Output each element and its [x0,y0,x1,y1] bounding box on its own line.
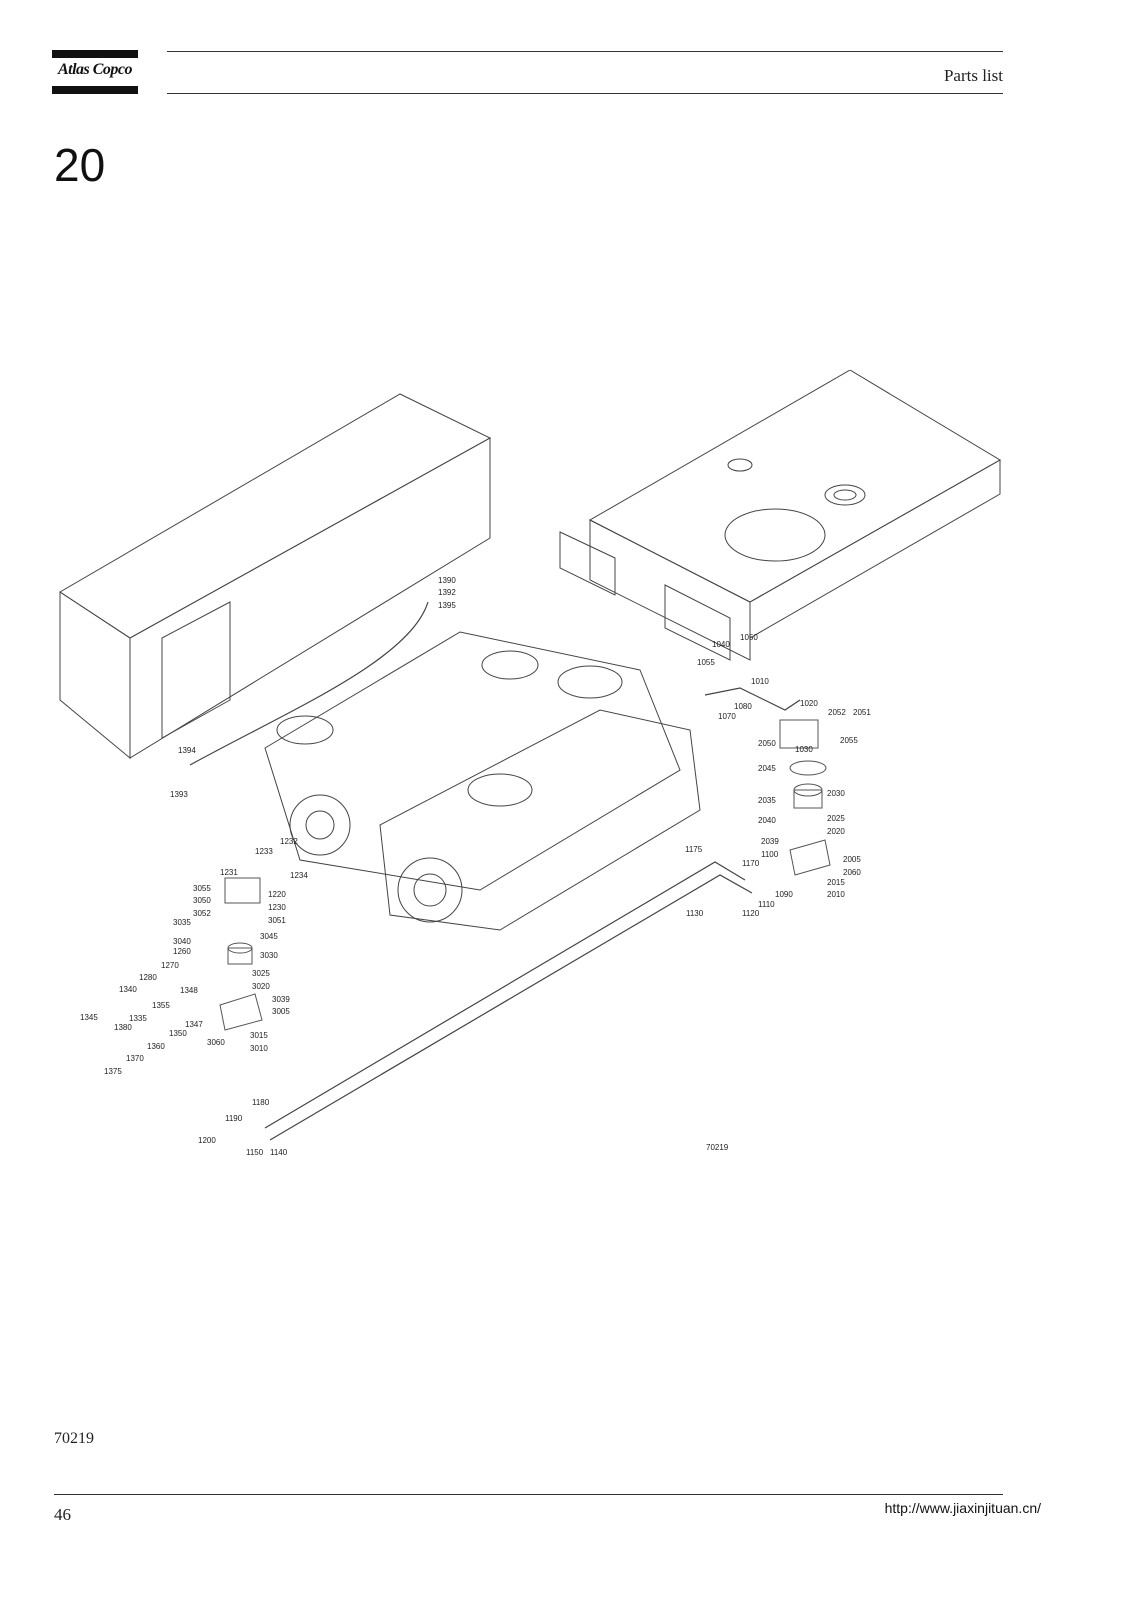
part-label: 1394 [178,746,196,755]
compressor-block-front [289,709,701,931]
logo-top-bar [52,50,138,58]
compressor-block-rear [264,631,681,891]
part-label: 1120 [742,909,760,918]
part-label: 1390 [438,576,456,585]
part-label: 1392 [438,588,456,597]
part-label: 1375 [104,1067,122,1076]
part-label: 1040 [712,640,730,649]
part-label: 3052 [193,909,211,918]
part-label: 1260 [173,947,191,956]
part-label: 1130 [686,909,704,918]
exploded-small-parts [219,719,831,1031]
part-label: 1175 [685,845,703,854]
part-label: 2005 [843,855,861,864]
part-label: 1233 [255,847,273,856]
part-label: 1070 [718,712,736,721]
part-label: 1100 [761,850,779,859]
part-label: 1200 [198,1136,216,1145]
part-label: 1190 [225,1114,243,1123]
part-label: 2010 [827,890,845,899]
footer-rule [54,1494,1003,1495]
part-label: 3045 [260,932,278,941]
part-label: 1055 [697,658,715,667]
part-label: 1335 [129,1014,147,1023]
part-label: 3035 [173,918,191,927]
atlas-copco-logo: Atlas Copco [52,50,138,94]
part-label: 3060 [207,1038,225,1047]
part-label: 1350 [169,1029,187,1038]
header-top-rule [167,51,1003,52]
part-label: 1220 [268,890,286,899]
part-label: 1110 [758,900,775,909]
part-label: 1280 [139,973,157,982]
part-label: 1231 [220,868,238,877]
part-label: 70219 [706,1143,729,1152]
part-label: 1347 [185,1020,203,1029]
part-label: 2039 [761,837,779,846]
part-label: 2055 [840,736,858,745]
part-label: 1010 [751,677,769,686]
exploded-parts-drawing: 1390 1392 1395 1394 1393 1232 1233 1231 … [59,370,1001,1157]
part-label: 2020 [827,827,845,836]
part-label: 1348 [180,986,198,995]
part-label: 1230 [268,903,286,912]
header-bottom-rule [167,93,1003,94]
part-label: 1340 [119,985,137,994]
part-label: 1234 [290,871,308,880]
part-label: 1232 [280,837,298,846]
part-label: 1270 [161,961,179,970]
part-label: 1360 [147,1042,165,1051]
part-label: 3025 [252,969,270,978]
part-label: 1393 [170,790,188,799]
part-label: 1020 [800,699,818,708]
part-label: 1180 [252,1098,270,1107]
part-label: 2025 [827,814,845,823]
base-frame [559,370,1001,661]
piping [189,601,801,1141]
part-label: 2060 [843,868,861,877]
part-label: 2035 [758,796,776,805]
part-label: 1170 [742,859,760,868]
cover-box [59,393,492,760]
part-label: 3055 [193,884,211,893]
part-label: 1080 [734,702,752,711]
part-label: 2052 [828,708,846,717]
part-label: 2030 [827,789,845,798]
part-label: 3039 [272,995,290,1004]
part-label: 1050 [740,633,758,642]
footer-url: http://www.jiaxinjituan.cn/ [884,1500,1041,1516]
part-label: 1355 [152,1001,170,1010]
part-label: 2051 [853,708,871,717]
part-number-labels: 1390 1392 1395 1394 1393 1232 1233 1231 … [80,576,871,1157]
page-header-title: Parts list [943,66,1003,85]
part-label: 3015 [250,1031,268,1040]
part-label: 3051 [268,916,286,925]
part-label: 3030 [260,951,278,960]
part-label: 3050 [193,896,211,905]
part-label: 1090 [775,890,793,899]
part-label: 3020 [252,982,270,991]
part-label: 1150 [246,1148,264,1157]
part-label: 1370 [126,1054,144,1063]
part-label: 2050 [758,739,776,748]
section-number: 20 [54,139,106,191]
part-label: 3040 [173,937,191,946]
part-label: 1380 [114,1023,132,1032]
part-label: 1030 [795,745,813,754]
logo-bottom-bar [52,86,138,94]
logo-wordmark: Atlas Copco [57,61,133,78]
figure-code: 70219 [54,1430,94,1447]
part-label: 2040 [758,816,776,825]
part-label: 1345 [80,1013,98,1022]
page-number: 46 [54,1505,71,1524]
part-label: 2045 [758,764,776,773]
part-label: 2015 [827,878,845,887]
part-label: 1395 [438,601,456,610]
part-label: 3005 [272,1007,290,1016]
part-label: 1140 [270,1148,288,1157]
part-label: 3010 [250,1044,268,1053]
